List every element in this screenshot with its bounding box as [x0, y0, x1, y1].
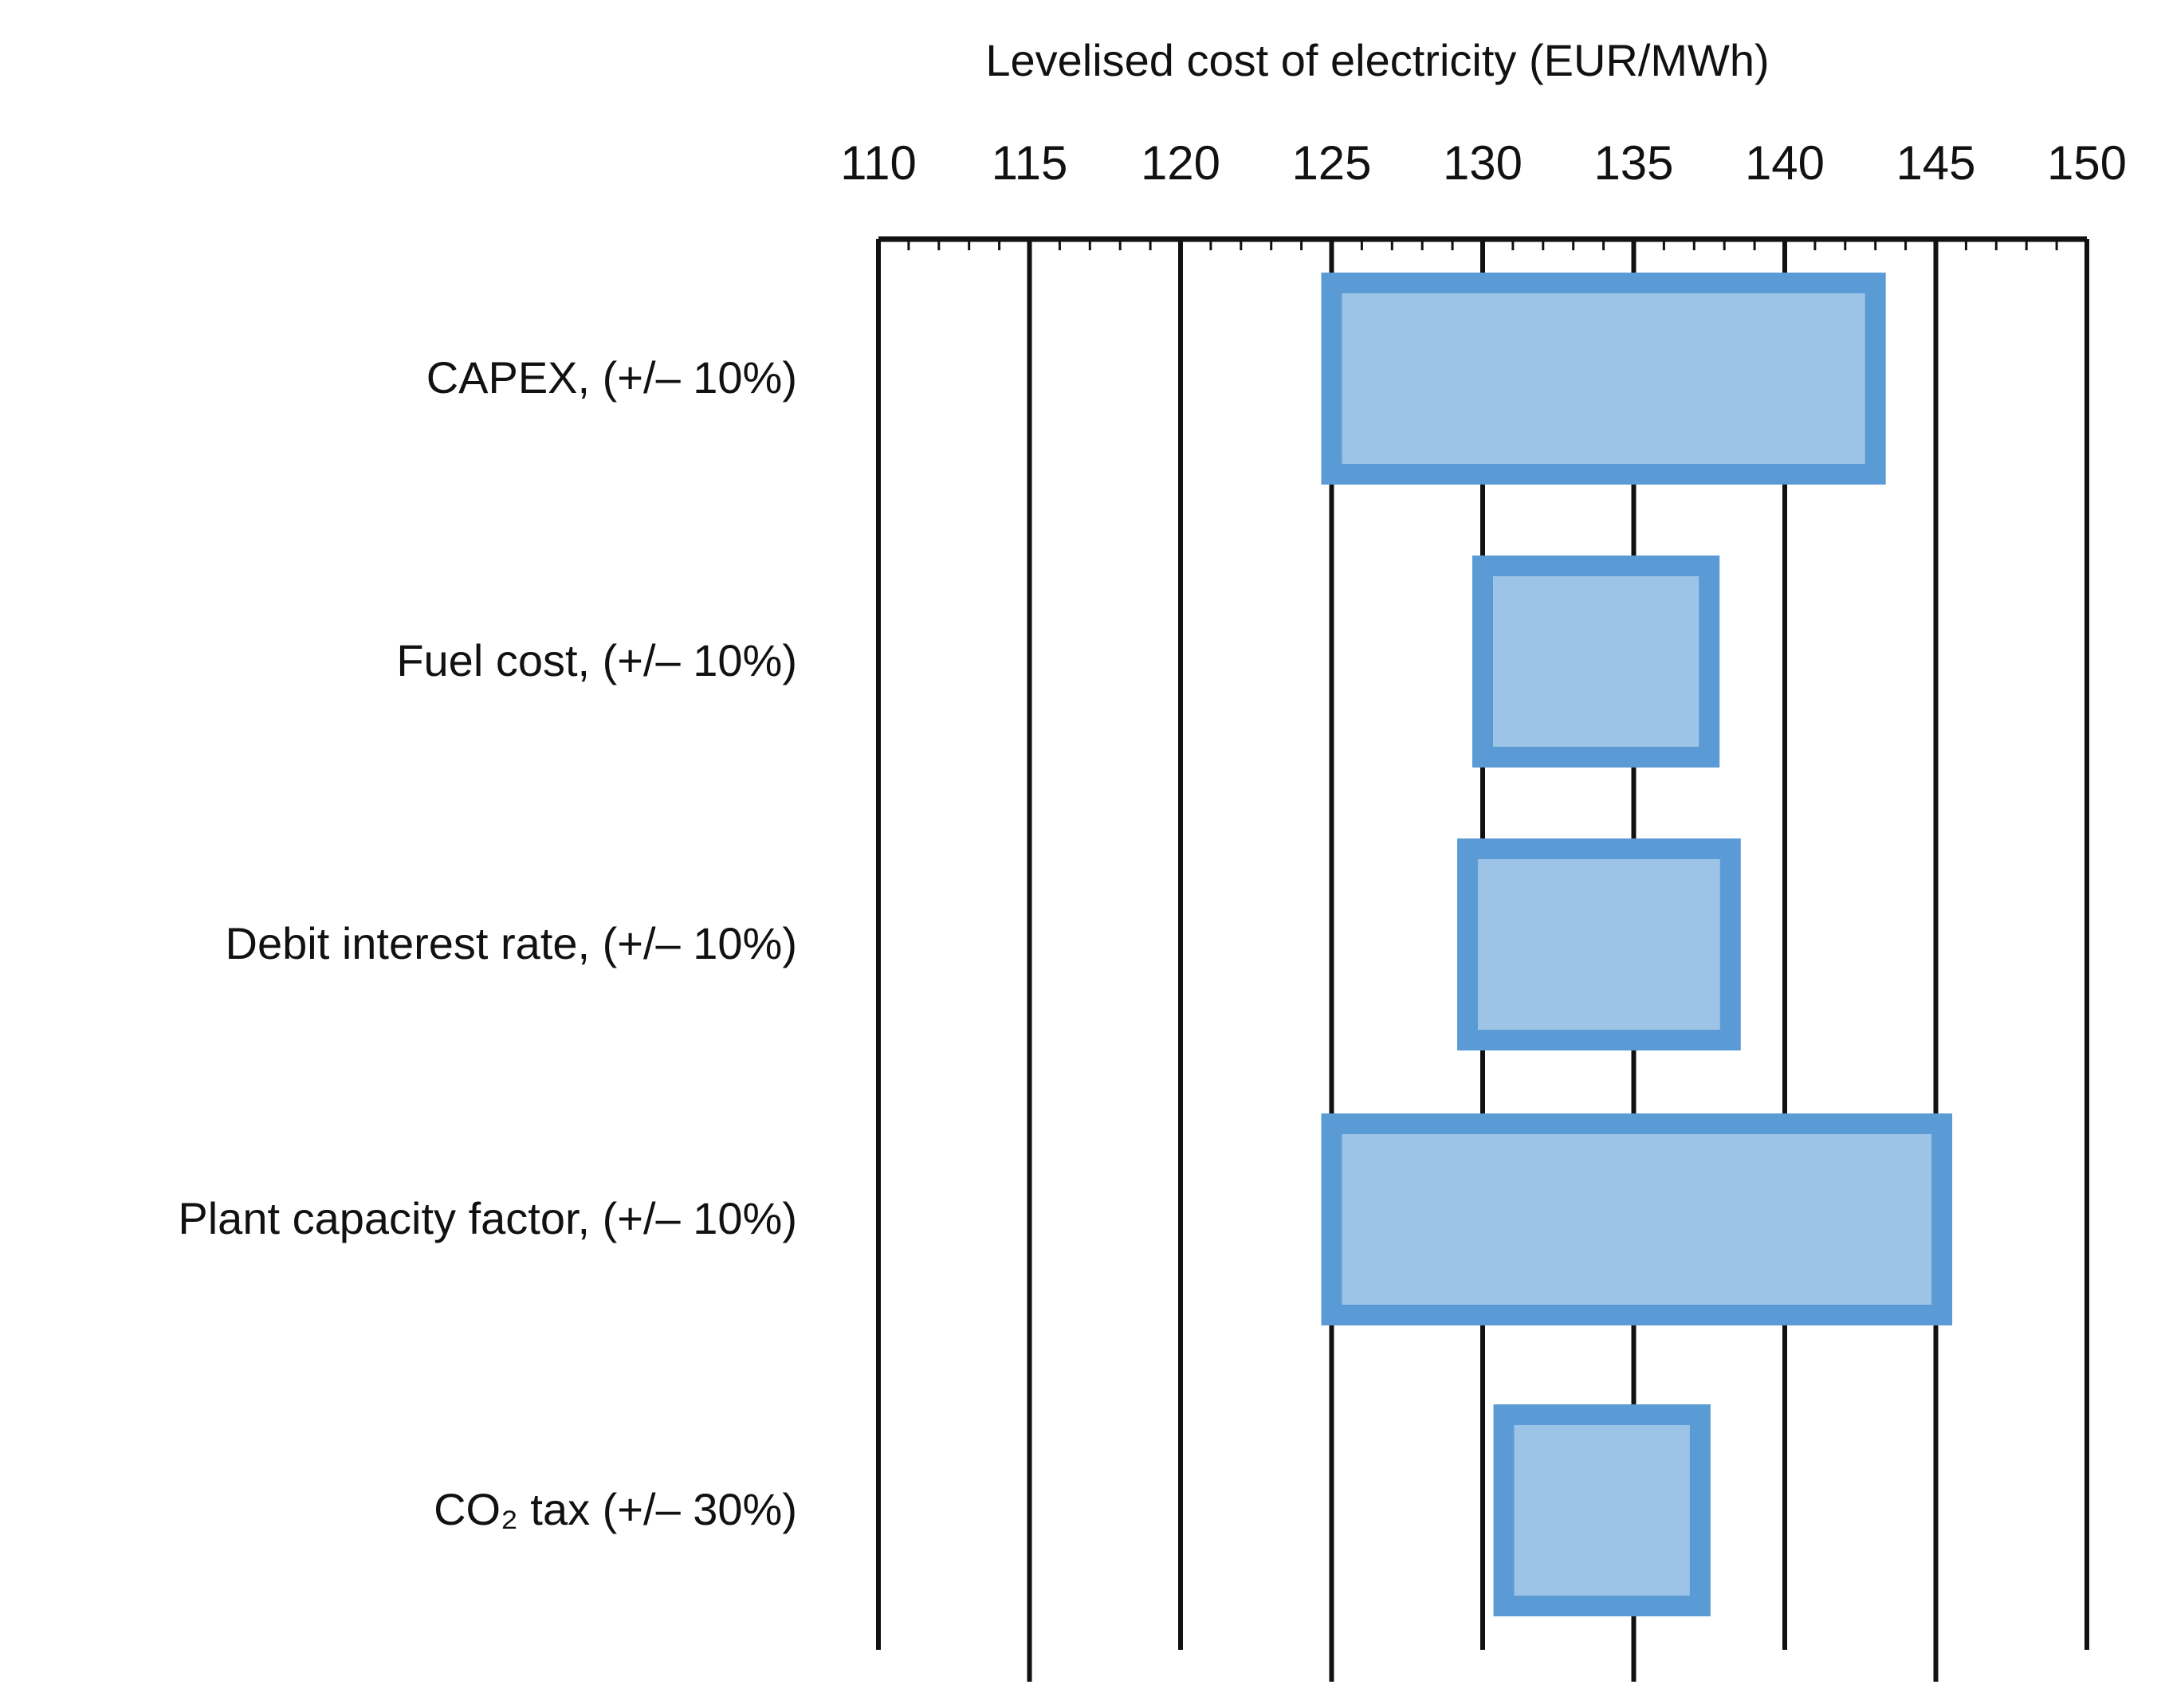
x-axis-title: Levelised cost of electricity (EUR/MWh): [985, 35, 1769, 85]
x-tick-label: 120: [1141, 136, 1220, 190]
x-tick-label: 145: [1896, 136, 1975, 190]
x-tick-labels: 110 115 120 125 130 135 140 145 150: [840, 136, 2127, 190]
bar-4: [1493, 1404, 1711, 1616]
category-labels: CAPEX, (+/– 10%) Fuel cost, (+/– 10%) Debi…: [178, 352, 797, 1534]
x-tick-label: 135: [1593, 136, 1673, 190]
category-label: Plant capacity factor, (+/– 10%): [178, 1193, 797, 1243]
category-label: Debit interest rate, (+/– 10%): [226, 918, 797, 968]
x-tick-label: 150: [2047, 136, 2127, 190]
x-tick-label: 130: [1443, 136, 1523, 190]
category-label: CAPEX, (+/– 10%): [426, 352, 797, 402]
bar-3: [1321, 1113, 1953, 1325]
category-label: CO₂ tax (+/– 30%): [434, 1484, 797, 1534]
bar-2: [1457, 838, 1741, 1050]
x-tick-label: 115: [992, 136, 1068, 190]
x-axis: [877, 236, 2088, 250]
x-tick-label: 110: [840, 136, 917, 190]
bars: [1321, 273, 1953, 1616]
x-tick-label: 140: [1745, 136, 1825, 190]
category-label: Fuel cost, (+/– 10%): [396, 635, 797, 685]
bar-1: [1472, 556, 1720, 768]
bar-0: [1321, 273, 1886, 485]
x-tick-label: 125: [1291, 136, 1371, 190]
